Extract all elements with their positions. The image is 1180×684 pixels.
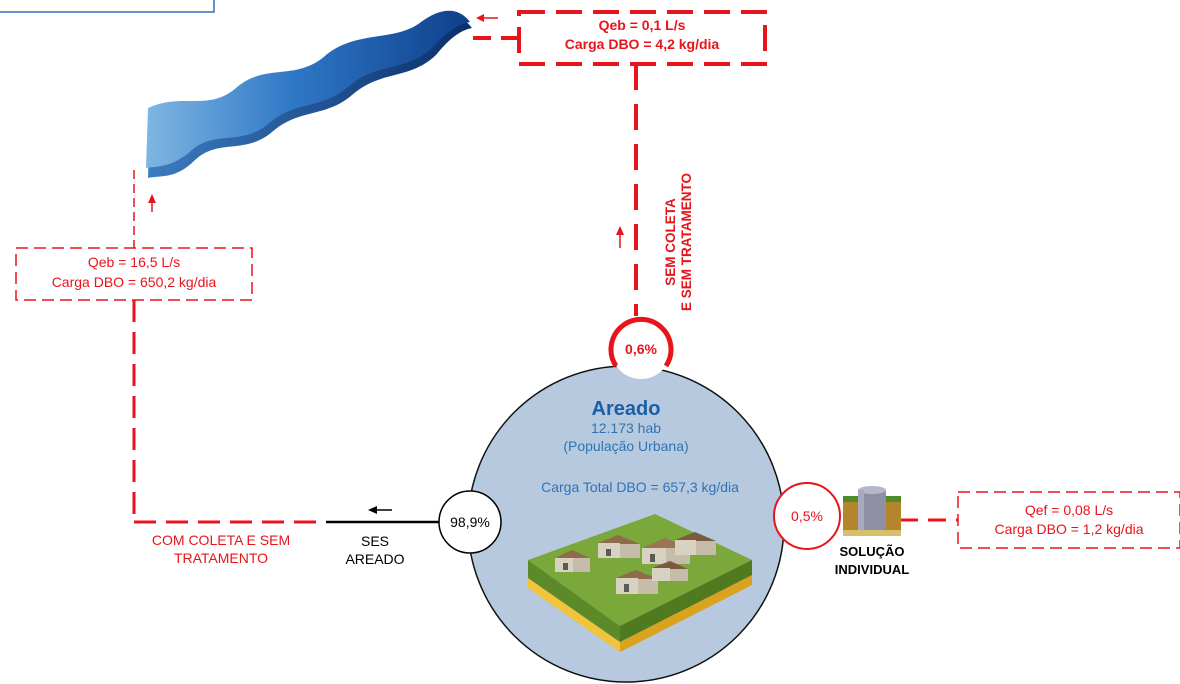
ses-label-line2: AREADO	[345, 551, 405, 567]
top-left-frame	[0, 0, 215, 13]
city-name: Areado	[591, 398, 661, 420]
vertical-label-line2: E SEM TRATAMENTO	[679, 173, 694, 311]
collection-label-line1: COM COLETA E SEM	[151, 532, 291, 548]
individual-label-line1: SOLUÇÃO	[839, 544, 905, 559]
top-box-load: Carga DBO = 4,2 kg/dia	[564, 36, 720, 52]
river-icon	[146, 10, 472, 178]
city-population-note: (População Urbana)	[563, 438, 689, 454]
arrow-left-icon	[368, 506, 392, 514]
right-percent-node	[773, 482, 841, 550]
top-box-flow: Qeb = 0,1 L/s	[598, 17, 686, 33]
left-percent-value: 98,9%	[450, 514, 490, 530]
right-box-flow: Qef = 0,08 L/s	[1024, 502, 1114, 518]
arrow-up-icon	[148, 194, 156, 212]
septic-tank-icon	[843, 486, 901, 536]
right-percent-value: 0,5%	[791, 508, 823, 524]
right-connector	[900, 491, 1180, 549]
individual-label-line2: INDIVIDUAL	[834, 562, 910, 577]
top-percent-node	[608, 316, 674, 379]
collection-label-line2: TRATAMENTO	[173, 550, 269, 566]
vertical-label-line1: SEM COLETA	[663, 198, 678, 286]
arrow-left-icon	[476, 14, 498, 22]
left-connector	[15, 170, 326, 524]
left-box-flow: Qeb = 16,5 L/s	[87, 254, 181, 270]
city-total-load: Carga Total DBO = 657,3 kg/dia	[541, 479, 739, 495]
vertical-label: SEM COLETA E SEM TRATAMENTO	[663, 152, 697, 332]
ses-label-line1: SES	[360, 533, 389, 549]
city-population: 12.173 hab	[590, 420, 662, 436]
arrow-up-icon	[616, 226, 624, 248]
houses-icon	[528, 514, 752, 652]
right-box-load: Carga DBO = 1,2 kg/dia	[994, 521, 1144, 537]
top-connector	[472, 10, 767, 316]
top-percent-value: 0,6%	[625, 341, 657, 357]
left-percent-node	[438, 490, 502, 554]
left-box-load: Carga DBO = 650,2 kg/dia	[51, 274, 217, 290]
